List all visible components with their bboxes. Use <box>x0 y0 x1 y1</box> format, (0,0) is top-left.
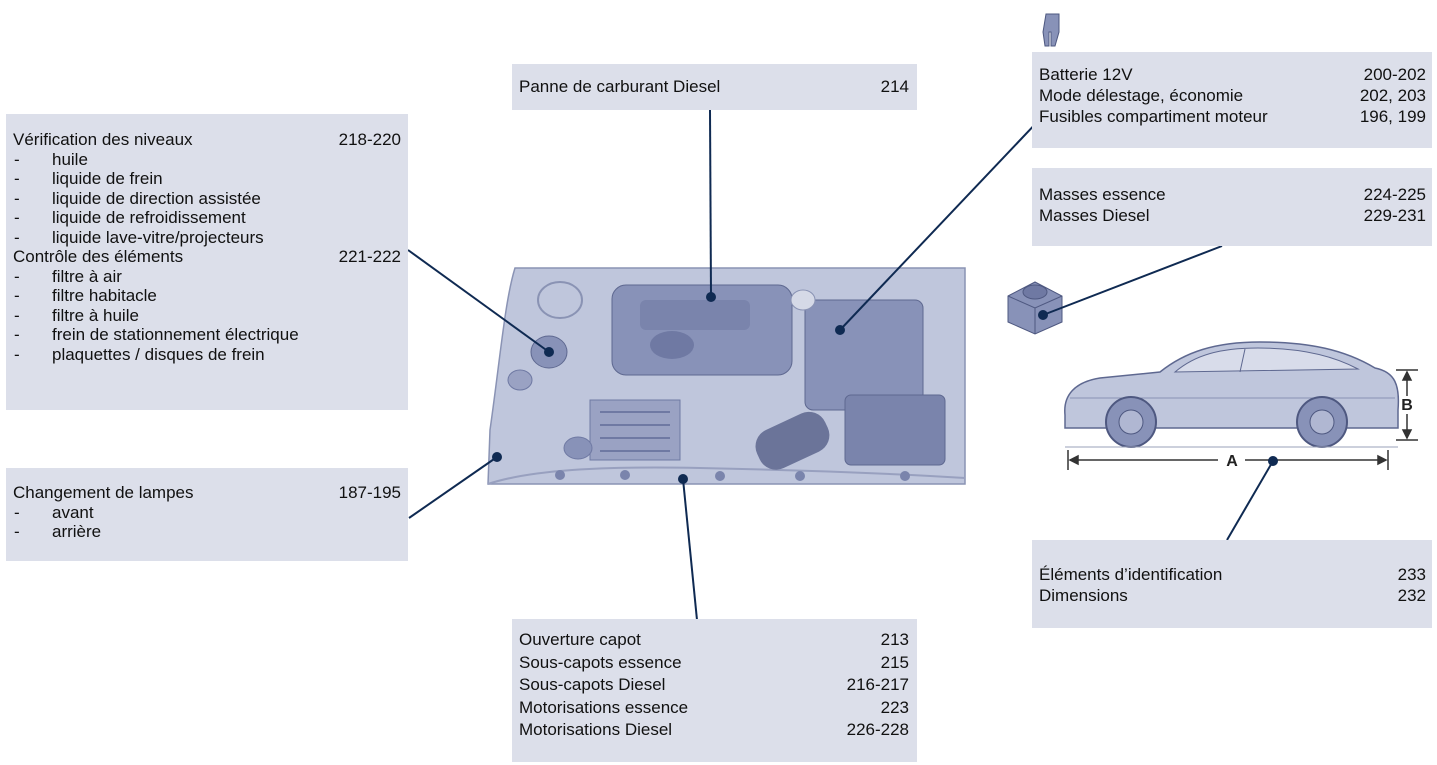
callout-row-label: Dimensions <box>1039 586 1128 605</box>
car-side-view-illustration <box>1064 341 1400 448</box>
callout-row: Dimensions 232 <box>1039 585 1426 606</box>
callout-row-label: Masses Diesel <box>1039 206 1150 225</box>
callout-group-heading: Vérification des niveaux 218-220 <box>13 130 401 150</box>
callout-capot: Ouverture capot 213 Sous-capots essence … <box>512 619 917 762</box>
dimension-length-label: A <box>1226 453 1238 470</box>
callout-row-label: Contrôle des éléments <box>13 247 184 266</box>
callout-row: Fusibles compartiment moteur 196, 199 <box>1039 106 1426 127</box>
callout-row-page: 221-222 <box>338 247 401 266</box>
callout-row-page: 202, 203 <box>1359 86 1426 105</box>
callout-row-page: 187-195 <box>338 483 401 502</box>
callout-subitem: -arrière <box>14 522 102 541</box>
callout-row-label: Changement de lampes <box>13 483 194 502</box>
callout-row-page: 232 <box>1397 586 1426 605</box>
callout-group-heading: Contrôle des éléments 221-222 <box>13 247 401 267</box>
callout-row-page: 226-228 <box>846 720 909 739</box>
callout-row-label: Motorisations essence <box>519 697 689 717</box>
callout-batterie: Batterie 12V 200-202 Mode délestage, éco… <box>1032 52 1432 148</box>
callout-row-label: Mode délestage, économie <box>1039 86 1244 105</box>
callout-identification: Éléments d’identification 233 Dimensions… <box>1032 540 1432 628</box>
callout-row: Motorisations essence 223 <box>519 697 909 720</box>
callout-row-label: Ouverture capot <box>519 630 641 649</box>
callout-row-page: 224-225 <box>1363 185 1426 204</box>
fuse-icon <box>1042 13 1060 47</box>
callout-subitem: -filtre à huile <box>14 305 139 325</box>
callout-subitem: -filtre à air <box>14 266 122 286</box>
callout-row-page: 218-220 <box>338 130 401 149</box>
callout-masses: Masses essence 224-225 Masses Diesel 229… <box>1032 168 1432 246</box>
callout-row: Masses essence 224-225 <box>1039 184 1426 205</box>
callout-subitem: -huile <box>14 149 88 169</box>
callout-group-heading: Changement de lampes 187-195 <box>13 483 401 503</box>
callout-row-label: Fusibles compartiment moteur <box>1039 107 1268 126</box>
callout-row-label: Éléments d’identification <box>1039 565 1223 584</box>
callout-row-page: 233 <box>1397 565 1426 584</box>
callout-row-label: Batterie 12V <box>1039 65 1133 84</box>
callout-subitem: -frein de stationnement électrique <box>14 325 299 344</box>
dimension-height-label: B <box>1401 397 1413 414</box>
callout-row: Sous-capots essence 215 <box>519 652 909 675</box>
callout-subitem: -liquide de frein <box>14 169 163 188</box>
leader-lines <box>407 109 1274 621</box>
callout-row-page: 223 <box>880 697 909 717</box>
callout-subitem: -filtre habitacle <box>14 286 157 305</box>
callout-row-page: 215 <box>880 652 909 672</box>
callout-row-label: Motorisations Diesel <box>519 720 673 739</box>
callout-row-page: 229-231 <box>1363 206 1426 225</box>
callout-verification: Vérification des niveaux 218-220 -huile … <box>6 114 408 410</box>
callout-row: Ouverture capot 213 <box>519 629 909 652</box>
callout-subitem: -plaquettes / disques de frein <box>14 344 265 364</box>
ground-connector-icon <box>1007 281 1063 335</box>
callout-row-label: Sous-capots Diesel <box>519 675 666 694</box>
callout-row-page: 214 <box>880 77 909 96</box>
callout-row: Motorisations Diesel 226-228 <box>519 719 909 742</box>
callout-row-page: 213 <box>880 630 909 649</box>
callout-panne-carburant: Panne de carburant Diesel 214 <box>512 64 917 110</box>
callout-row: Batterie 12V 200-202 <box>1039 64 1426 85</box>
callout-dots <box>492 292 1278 484</box>
callout-row: Éléments d’identification 233 <box>1039 564 1426 585</box>
engine-bay-illustration <box>487 267 966 485</box>
callout-subitem: -liquide de direction assistée <box>14 188 261 208</box>
callout-row-page: 200-202 <box>1363 65 1426 84</box>
callout-row: Sous-capots Diesel 216-217 <box>519 674 909 697</box>
callout-row-page: 196, 199 <box>1359 107 1426 126</box>
callout-row: Panne de carburant Diesel 214 <box>519 77 909 97</box>
callout-subitem: -liquide lave-vitre/projecteurs <box>14 227 264 247</box>
callout-row-page: 216-217 <box>846 675 909 694</box>
callout-row: Masses Diesel 229-231 <box>1039 205 1426 226</box>
callout-row-label: Panne de carburant Diesel <box>519 77 721 96</box>
callout-row-label: Sous-capots essence <box>519 652 682 672</box>
callout-row-label: Masses essence <box>1039 185 1166 204</box>
callout-row-label: Vérification des niveaux <box>13 130 193 149</box>
callout-subitem: -avant <box>14 502 94 522</box>
callout-row: Mode délestage, économie 202, 203 <box>1039 85 1426 106</box>
callout-changement-lampes: Changement de lampes 187-195 -avant -arr… <box>6 468 408 561</box>
callout-subitem: -liquide de refroidissement <box>14 208 246 227</box>
